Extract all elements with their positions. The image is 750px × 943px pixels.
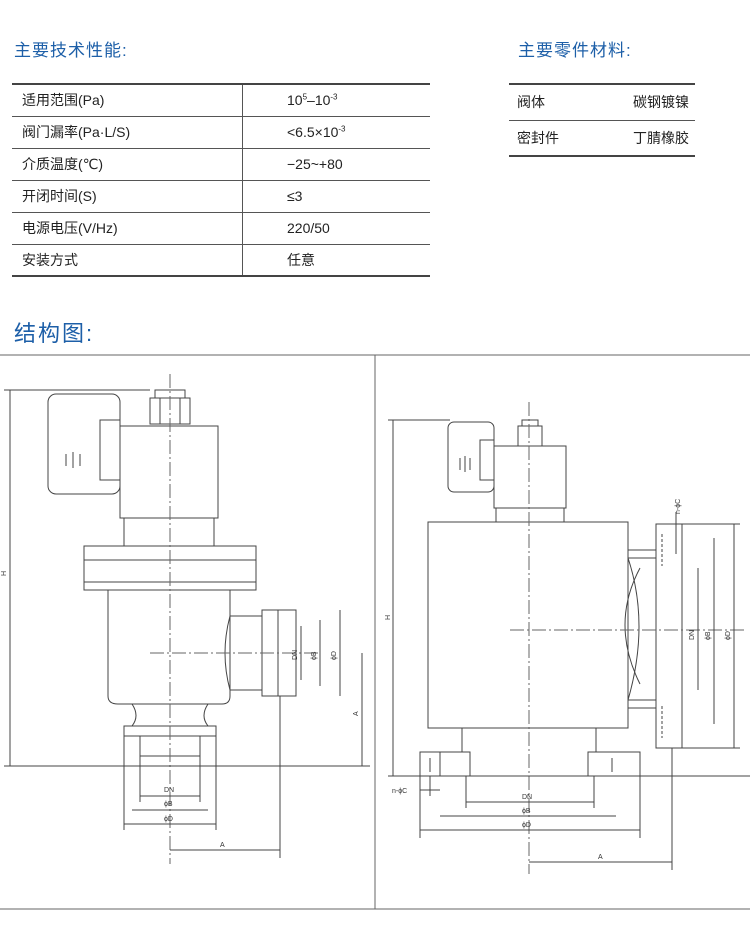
material-part: 密封件 [509, 120, 587, 157]
dim-label-h-right: H [385, 615, 392, 620]
front-view [388, 402, 750, 874]
performance-row: 适用范围(Pa)105–10-3 [12, 83, 430, 117]
performance-value-part: 任意 [287, 251, 315, 268]
dim-label-phid-left-bottom: ϕD [164, 816, 173, 823]
left-side-view [4, 374, 370, 864]
performance-value-part: ≤3 [287, 188, 303, 204]
performance-value-part: <6.5×10 [287, 124, 339, 140]
dim-label-phib-left-bottom: ϕB [164, 801, 173, 808]
performance-label: 适用范围(Pa) [12, 83, 243, 117]
material-part: 阀体 [509, 83, 587, 121]
performance-row: 电源电压(V/Hz) 220/50 [12, 212, 430, 245]
dim-label-phid-left-side: ϕD [331, 651, 338, 660]
performance-row: 介质温度(℃) −25~+80 [12, 148, 430, 181]
performance-value: ≤3 [242, 180, 430, 213]
dim-label-phib-left-side: ϕB [311, 651, 318, 660]
material-value: 丁腈橡胶 [586, 120, 695, 157]
material-row: 阀体碳钢镀镍 [509, 83, 695, 121]
structure-section-title: 结构图: [14, 321, 95, 346]
performance-label: 阀门漏率(Pa·L/S) [12, 116, 243, 149]
performance-value: 220/50 [242, 212, 430, 245]
performance-value: −25~+80 [242, 148, 430, 181]
performance-label: 开闭时间(S) [12, 180, 243, 213]
dim-label-dn-right-bottom: DN [522, 794, 532, 801]
performance-value-part: -3 [338, 124, 346, 134]
material-value: 碳钢镀镍 [586, 83, 695, 121]
dim-label-a-left-bottom: A [220, 842, 225, 849]
performance-value-part: –10 [307, 92, 331, 109]
performance-row: 安装方式 任意 [12, 244, 430, 277]
dim-label-nphic-right-side: n-ϕC [675, 499, 682, 514]
dim-label-dn-left-side: DN [292, 650, 299, 660]
performance-label: 介质温度(℃) [12, 148, 243, 181]
performance-section-title: 主要技术性能: [14, 41, 128, 60]
performance-value-part: 5 [302, 92, 308, 102]
materials-section-title: 主要零件材料: [518, 41, 632, 60]
structure-drawing: H A DN ϕB ϕD DN ϕB ϕD A H DN ϕB ϕD n-ϕC … [0, 354, 750, 910]
performance-value-part: 220/50 [287, 220, 330, 236]
materials-table: 阀体碳钢镀镍密封件丁腈橡胶 [509, 83, 695, 157]
performance-row: 开闭时间(S) ≤3 [12, 180, 430, 213]
performance-label: 安装方式 [12, 244, 243, 277]
dim-label-a-left-vertical: A [353, 711, 360, 716]
performance-value: 105–10-3 [242, 83, 430, 117]
performance-value: 任意 [242, 244, 430, 277]
dim-label-phib-right-side: ϕB [705, 631, 712, 640]
material-row: 密封件丁腈橡胶 [509, 120, 695, 157]
performance-value: <6.5×10-3 [242, 116, 430, 149]
performance-value-part: −25~+80 [287, 156, 343, 172]
dim-label-h-left: H [1, 571, 8, 576]
dim-label-dn-left-bottom: DN [164, 787, 174, 794]
dim-label-phib-right-bottom: ϕB [522, 808, 531, 815]
dim-label-phid-right-bottom: ϕD [522, 822, 531, 829]
dim-label-nphic-right-bottom: n-ϕC [392, 788, 407, 795]
performance-value-part: -3 [330, 92, 338, 102]
dim-label-phid-right-side: ϕD [725, 631, 732, 640]
dim-label-dn-right-side: DN [689, 630, 696, 640]
dim-label-a-right-bottom: A [598, 854, 603, 861]
performance-value-part: 10 [287, 92, 303, 109]
performance-label: 电源电压(V/Hz) [12, 212, 243, 245]
performance-row: 阀门漏率(Pa·L/S)<6.5×10-3 [12, 116, 430, 149]
